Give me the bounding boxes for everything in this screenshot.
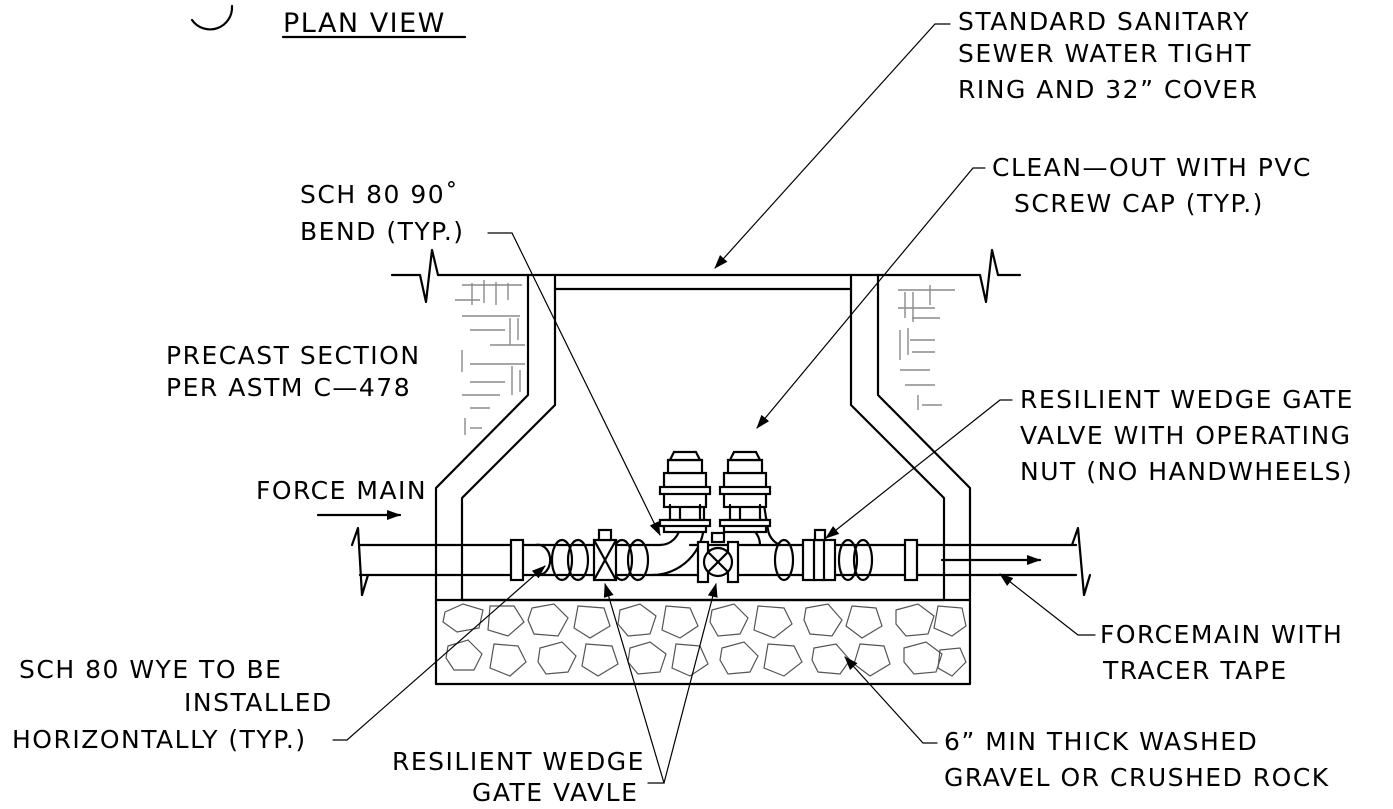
label-bend-line1: SCH 80 90˚	[300, 180, 459, 209]
label-precast-line1: PRECAST SECTION	[166, 341, 421, 370]
ground-line-right	[876, 248, 1022, 304]
cleanout-riser-left	[658, 450, 712, 534]
label-wye-line1: SCH 80 WYE TO BE	[19, 655, 282, 684]
label-forcemain-tape-line1: FORCEMAIN WITH	[1100, 620, 1343, 649]
gate-valve-center	[696, 531, 740, 584]
label-rwgv-nut-line1: RESILIENT WEDGE GATE	[1020, 385, 1354, 414]
label-bend-line2: BEND (TYP.)	[300, 217, 465, 246]
label-gravel: 6” MIN THICK WASHED GRAVEL OR CRUSHED RO…	[944, 727, 1330, 792]
label-cleanout-line2: SCREW CAP (TYP.)	[1014, 189, 1264, 218]
label-gravel-line2: GRAVEL OR CRUSHED ROCK	[944, 763, 1330, 792]
label-gate-valve-line2: GATE VAVLE	[472, 778, 638, 807]
drawing-title: PLAN VIEW	[283, 8, 446, 39]
soil-hatch-right	[898, 285, 955, 410]
label-bend: SCH 80 90˚ BEND (TYP.)	[300, 180, 465, 246]
gate-valve-right	[812, 528, 827, 582]
label-cover-line2: SEWER WATER TIGHT	[958, 39, 1252, 68]
label-precast-line2: PER ASTM C—478	[166, 373, 411, 402]
label-rwgv-nut-line3: NUT (NO HANDWHEELS)	[1020, 457, 1353, 486]
label-wye: SCH 80 WYE TO BE INSTALLED HORIZONTALLY …	[12, 655, 333, 754]
label-gate-valve-line1: RESILIENT WEDGE	[392, 747, 645, 776]
gravel-base	[434, 598, 972, 686]
title-block: PLAN VIEW	[190, 4, 467, 39]
cleanout-riser-right	[718, 450, 772, 534]
label-rwgv-nut-line2: VALVE WITH OPERATING	[1020, 421, 1352, 450]
soil-hatch-left	[455, 280, 525, 435]
label-cleanout: CLEAN—OUT WITH PVC SCREW CAP (TYP.)	[992, 153, 1312, 218]
gate-valve-left	[592, 528, 618, 582]
label-wye-line2: INSTALLED	[184, 688, 333, 717]
label-forcemain-tape-line2: TRACER TAPE	[1102, 656, 1288, 685]
label-force-main: FORCE MAIN	[256, 476, 427, 505]
label-wye-line3: HORIZONTALLY (TYP.)	[12, 725, 307, 754]
label-gate-valve: RESILIENT WEDGE GATE VAVLE	[392, 747, 645, 807]
label-rwgv-nut: RESILIENT WEDGE GATE VALVE WITH OPERATIN…	[1020, 385, 1354, 486]
label-precast: PRECAST SECTION PER ASTM C—478	[166, 341, 421, 402]
label-cover-line3: RING AND 32” COVER	[958, 75, 1258, 104]
callout-circle	[190, 4, 234, 31]
leader-lines	[332, 23, 1096, 784]
label-cleanout-line1: CLEAN—OUT WITH PVC	[992, 153, 1312, 182]
ground-line-left	[390, 248, 530, 304]
label-cover: STANDARD SANITARY SEWER WATER TIGHT RING…	[958, 7, 1258, 104]
label-forcemain-tape: FORCEMAIN WITH TRACER TAPE	[1100, 620, 1343, 685]
label-cover-line1: STANDARD SANITARY	[958, 7, 1250, 36]
label-gravel-line1: 6” MIN THICK WASHED	[944, 727, 1258, 756]
